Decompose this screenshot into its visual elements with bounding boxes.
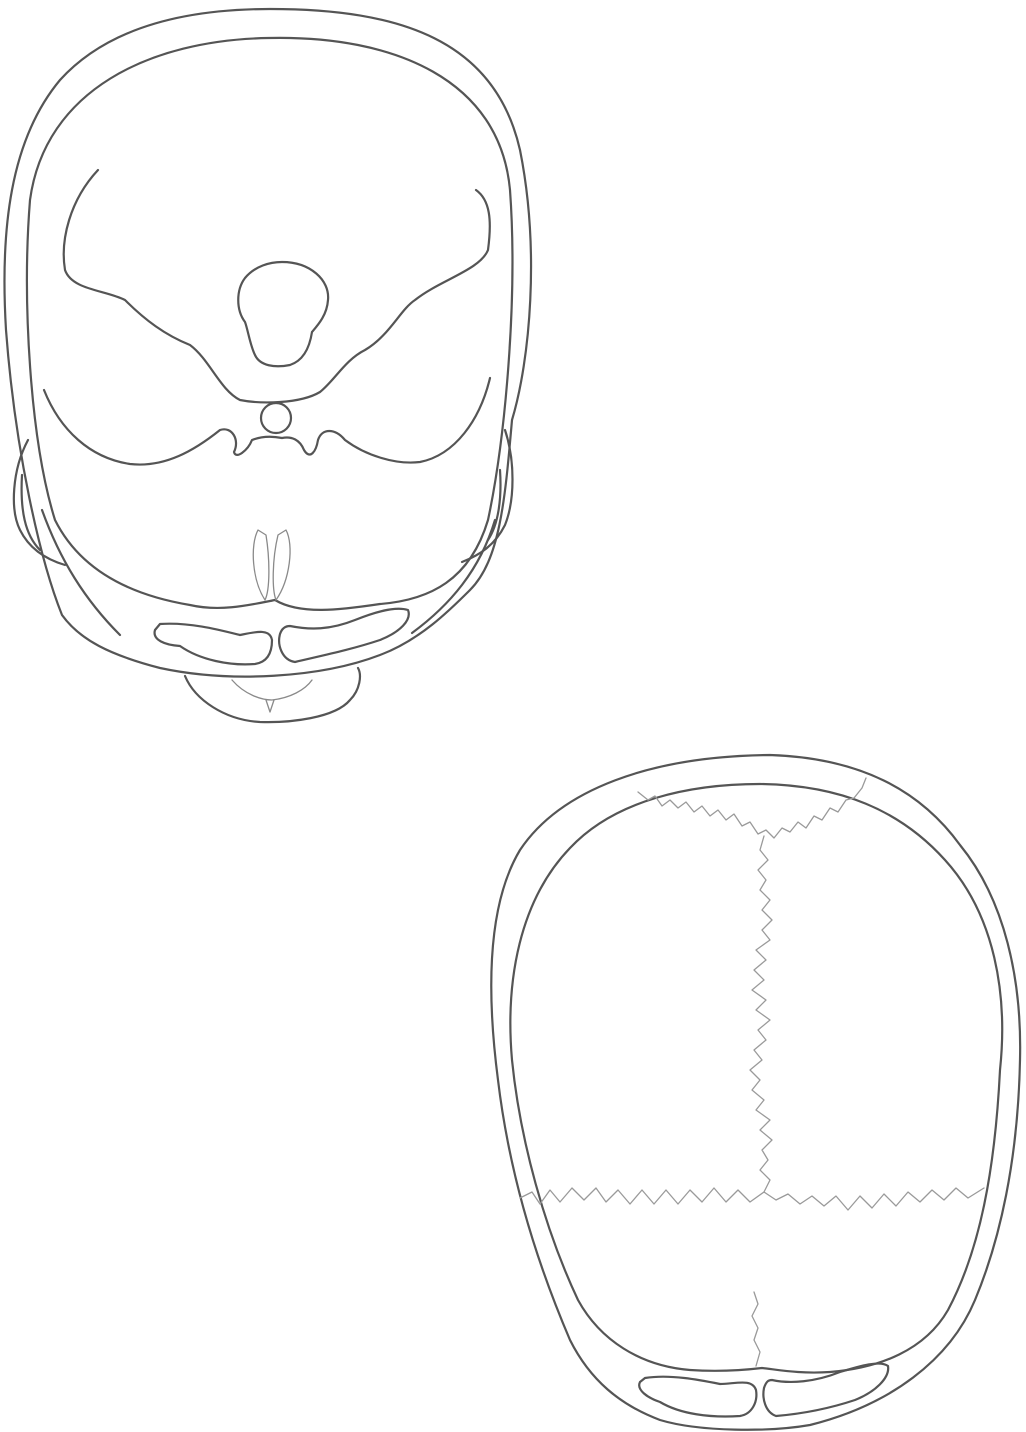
- lambdoid-suture: [520, 1188, 984, 1210]
- left-occipital-condyle: [155, 624, 272, 665]
- inner-skull-outline: [27, 38, 512, 610]
- posterior-inner-line-left: [42, 510, 120, 635]
- right-occipital-condyle: [279, 609, 409, 662]
- sagittal-suture: [750, 836, 772, 1192]
- left-vault-condyle: [639, 1377, 756, 1417]
- outer-skull-outline: [4, 9, 531, 677]
- left-occipital-ridge: [253, 530, 269, 600]
- right-occipital-ridge: [273, 530, 290, 600]
- middle-cranial-fossa: [44, 378, 490, 465]
- lower-jaw-notch: [266, 700, 274, 712]
- coronal-suture: [638, 778, 866, 838]
- anterior-cranial-fossa: [64, 170, 490, 402]
- sella-turcica: [238, 262, 328, 366]
- skull-superior-view: [491, 755, 1020, 1430]
- lower-sagittal-suture: [752, 1292, 760, 1366]
- lower-jaw-inner: [232, 680, 312, 700]
- foramen-magnum: [261, 403, 291, 433]
- skull-interior-view: [4, 9, 531, 722]
- vault-inner-outline: [510, 784, 1002, 1373]
